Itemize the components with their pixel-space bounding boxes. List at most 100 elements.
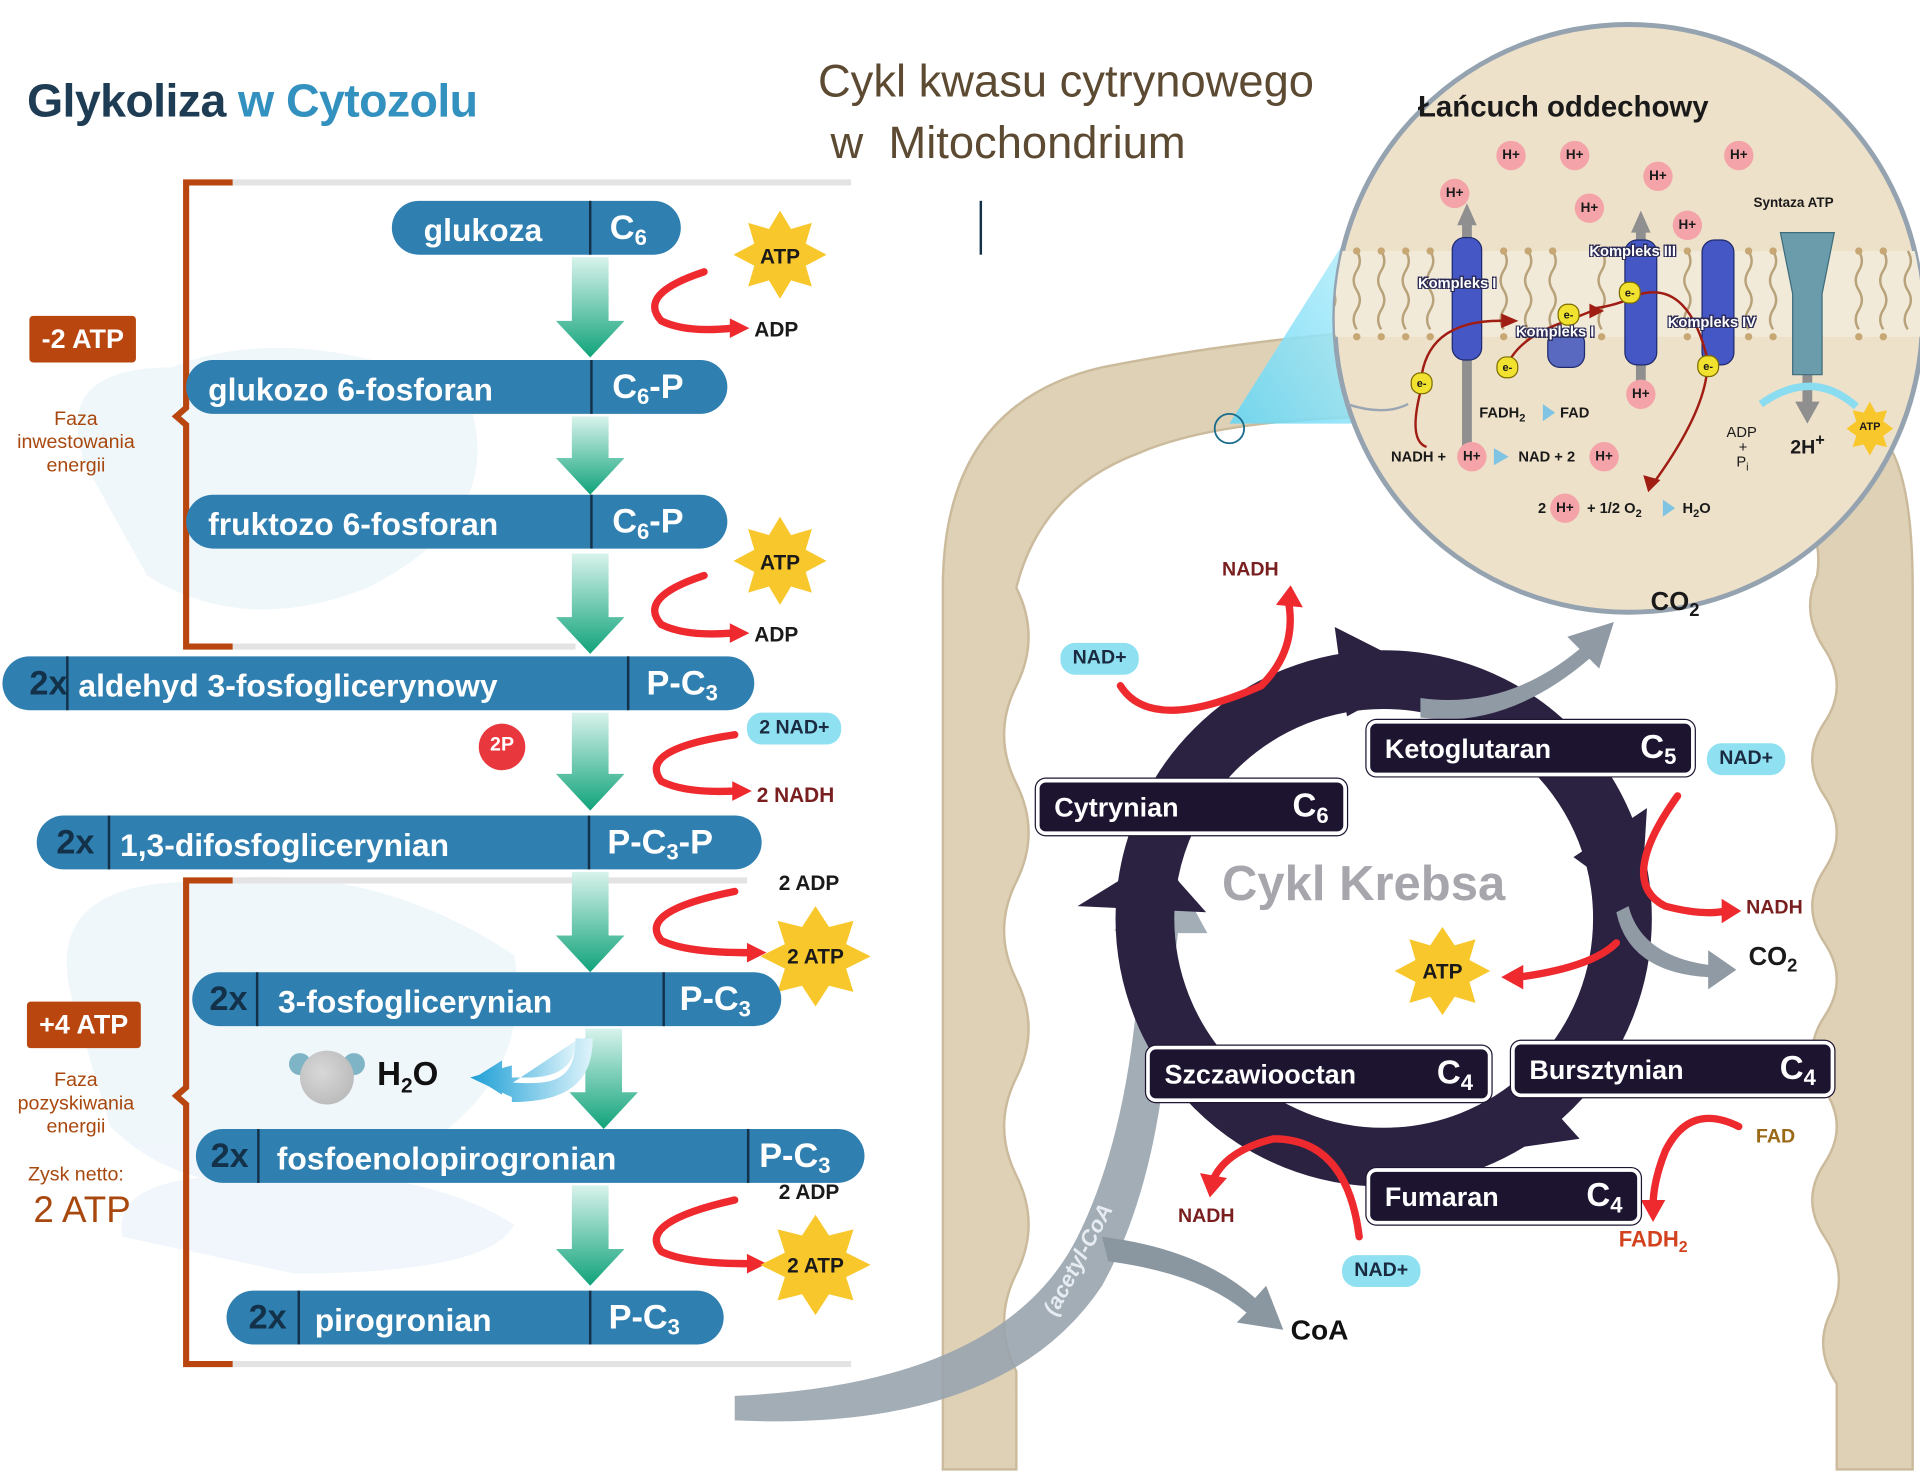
adp-label-4: 2 ADP (778, 1180, 840, 1204)
step-name: 1,3-difosfoglicerynian (120, 826, 450, 864)
electron: e- (1496, 356, 1519, 379)
step-name: fruktozo 6-fosforan (208, 505, 499, 543)
arrow-4 (555, 712, 625, 811)
two-h-label: 2H+ (1790, 431, 1825, 459)
step-count: 2x (248, 1297, 287, 1336)
mitochondrion-title: Cykl kwasu cytrynowego w Mitochondrium (817, 56, 1315, 168)
glycolysis-title-accent: w Cytozolu (238, 75, 478, 128)
co2-label-2: CO2 (1748, 942, 1798, 977)
step-count: 2x (209, 979, 248, 1018)
step-pill-aldehyd: 2x aldehyd 3-fosfoglicerynowy P-C3 (2, 656, 755, 711)
krebs-red-arrows (1116, 596, 1743, 1241)
net-gain-label: Zysk netto: (28, 1164, 124, 1186)
complex3-label: Kompleks III (1589, 242, 1676, 260)
arrow-1 (555, 257, 625, 358)
glycolysis-title-main: Glykoliza (26, 75, 226, 128)
adp-label-2: ADP (754, 623, 799, 647)
krebs-nad-3: NAD+ (1342, 1255, 1421, 1287)
glycolysis-arrows (555, 257, 638, 1286)
complex2-label: Kompleks I (1515, 323, 1595, 341)
step-formula: P-C3 (646, 663, 718, 706)
step-count: 2x (29, 663, 68, 702)
krebs-red-arrow-heads (1200, 585, 1742, 1223)
fadh-label: FADH2 (1618, 1226, 1688, 1256)
phase-brackets (171, 179, 233, 1368)
h-plus: H+ (1724, 140, 1754, 171)
arrow-2 (555, 416, 625, 495)
h-plus: H+ (1574, 193, 1605, 223)
krebs-atp-label: ATP (1422, 960, 1463, 984)
step-formula: P-C3 (759, 1136, 831, 1178)
water-molecule (288, 1050, 365, 1105)
electron: e- (1557, 303, 1580, 326)
co2-label-1: CO2 (1650, 587, 1700, 622)
phosphate-label: 2P (490, 734, 515, 756)
net-gain-value: 2 ATP (33, 1190, 131, 1231)
step-name: pirogronian (314, 1301, 492, 1339)
star-atp-3 (760, 906, 871, 1007)
adp-label-3: 2 ADP (778, 871, 840, 896)
glycolysis-title: Glykoliza w Cytozolu (27, 76, 478, 129)
water-eq-left: 2 (1537, 499, 1547, 517)
krebs-nadh-3: NADH (1177, 1206, 1235, 1227)
krebs-box-szczawiooctan: Szczawiooctan C4 (1146, 1045, 1492, 1103)
step-formula: C6-P (612, 367, 684, 409)
step-name: fosfoenolopirogronian (276, 1140, 617, 1177)
step-formula: P-C3 (679, 979, 751, 1022)
nad-equation: NAD + 2 (1518, 448, 1576, 466)
atp-synthase-label: Syntaza ATP (1753, 195, 1834, 211)
red-arrow-heads (729, 318, 767, 1274)
h-plus: H+ (1589, 442, 1619, 472)
fadh-label-chain: FADH2 (1479, 404, 1526, 425)
complex1-label: Kompleks I (1417, 274, 1497, 292)
step-formula: P-C3 (608, 1297, 680, 1340)
krebs-nad-1: NAD+ (1060, 642, 1139, 675)
phase2-label: Faza pozyskiwania energii (17, 1070, 135, 1138)
krebs-nadh-2: NADH (1746, 897, 1803, 919)
fad-label-chain: FAD (1560, 404, 1590, 422)
krebs-box-cytrynian: Cytrynian C6 (1035, 778, 1347, 836)
step-pill-3-fosfoglicerynian: 2x 3-fosfoglicerynian P-C3 (192, 972, 782, 1027)
step-pill-glukozo-6-fosforan: glukozo 6-fosforan C6-P (186, 360, 728, 414)
krebs-box-fumaran: Fumaran C4 (1366, 1168, 1641, 1225)
step-pill-fosfoenolopirogronian: 2x fosfoenolopirogronian P-C3 (195, 1128, 865, 1183)
atp-label-4: 2 ATP (787, 1253, 844, 1278)
h-plus: H+ (1560, 140, 1590, 171)
star-atp-4 (760, 1214, 871, 1316)
step-pill-glukoza: glukoza C6 (391, 200, 983, 255)
coa-label: CoA (1290, 1313, 1349, 1346)
h-plus: H+ (1496, 140, 1526, 171)
h-plus: H+ (1672, 210, 1703, 241)
phase1-label: Faza inwestowania energii (17, 408, 135, 477)
star-atp-krebs (1394, 926, 1491, 1016)
arrow-3 (555, 553, 625, 654)
separator-lines (232, 179, 852, 1368)
complex4-label: Kompleks IV (1667, 313, 1756, 331)
zoom-source (1213, 412, 1246, 445)
phase2-bracket (171, 877, 233, 1368)
step-formula: C6 (609, 208, 647, 250)
electron: e- (1410, 372, 1433, 395)
arrow-7 (555, 1185, 625, 1286)
zoom-cone (1229, 217, 1362, 424)
electron: e- (1618, 281, 1641, 304)
step-pill-fruktozo-6-fosforan: fruktozo 6-fosforan C6-P (186, 494, 728, 549)
pi-label: Pi (1736, 453, 1749, 474)
water-label: H2O (377, 1055, 439, 1098)
phase2-badge: +4 ATP (26, 1001, 141, 1049)
pill-separator (588, 200, 592, 255)
coa-arrow (1102, 1236, 1284, 1330)
respiratory-chain-title: Łańcuch oddechowy (1417, 90, 1709, 124)
step-name: glukoza (423, 211, 543, 249)
acetyl-coa-arrow (734, 857, 1208, 1422)
h-plus: H+ (1440, 178, 1470, 209)
nad-label: 2 NAD+ (746, 712, 842, 745)
arrow-5 (555, 871, 625, 973)
krebs-co2-arrows (1420, 622, 1737, 990)
h-plus: H+ (1643, 161, 1673, 192)
krebs-box-bursztynian: Bursztynian C4 (1511, 1040, 1835, 1098)
krebs-box-ketoglutaran: Ketoglutaran C5 (1366, 720, 1695, 777)
nadh-equation: NADH + (1391, 448, 1447, 466)
h-plus: H+ (1626, 379, 1656, 409)
atp-label-1: ATP (759, 244, 801, 269)
